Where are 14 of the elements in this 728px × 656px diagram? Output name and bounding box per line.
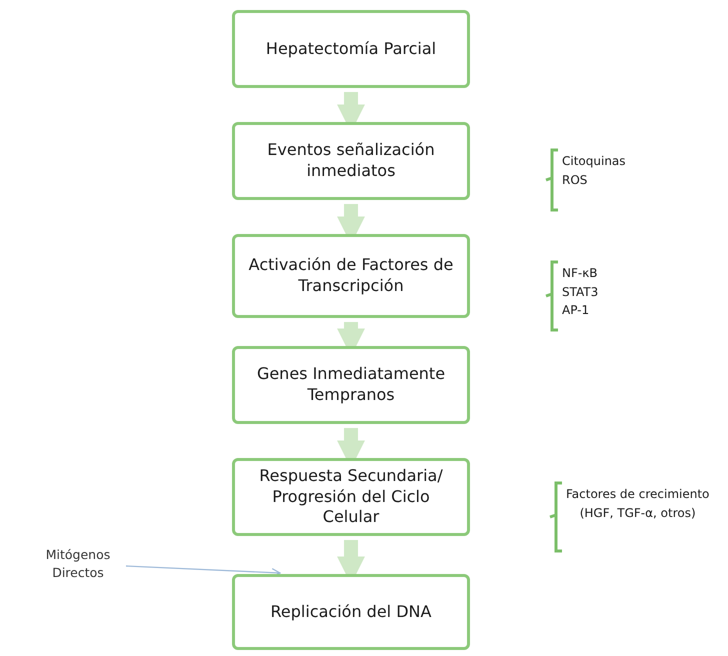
bracket-note: Citoquinas (562, 153, 626, 170)
side-label: Mitógenos Directos (28, 546, 128, 582)
bracket-note: Factores de crecimiento (566, 486, 710, 503)
process-box: Hepatectomía Parcial (232, 10, 470, 88)
bracket-note: AP-1 (562, 302, 590, 320)
bracket-note: STAT3 (562, 284, 598, 301)
process-box: Eventos señalización inmediatos (232, 122, 470, 200)
bracket-note: NF-κB (562, 265, 598, 282)
process-box: Activación de Factores de Transcripción (232, 234, 470, 318)
bracket-note: ROS (562, 172, 588, 189)
bracket-note: (HGF, TGF-α, otros) (580, 504, 696, 522)
process-box: Respuesta Secundaria/ Progresión del Ciclo Celular (232, 458, 470, 536)
process-box: Replicación del DNA (232, 574, 470, 650)
process-box: Genes Inmediatamente Tempranos (232, 346, 470, 424)
